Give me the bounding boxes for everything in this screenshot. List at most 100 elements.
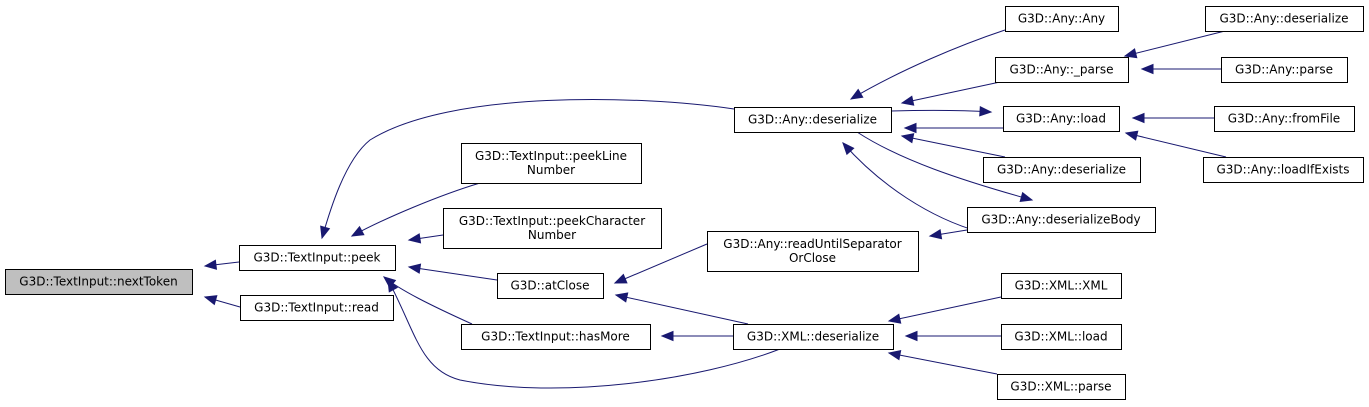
node-box[interactable] <box>734 107 892 133</box>
node-box[interactable] <box>239 245 396 271</box>
node-hasMore[interactable]: G3D::TextInput::hasMore <box>461 324 651 350</box>
node-nextToken[interactable]: G3D::TextInput::nextToken <box>5 269 193 295</box>
node-box[interactable] <box>1221 57 1348 83</box>
node-label: G3D::Any::fromFile <box>1228 112 1340 126</box>
edge-line <box>383 276 473 325</box>
node-anyParse[interactable]: G3D::Any::parse <box>1221 57 1348 83</box>
edge-read-to-nextToken <box>203 295 241 308</box>
arrowhead-icon <box>904 330 918 342</box>
node-anyDeserializeBody[interactable]: G3D::Any::deserializeBody <box>967 207 1156 233</box>
node-box[interactable] <box>1005 6 1119 32</box>
edge-anyParse-to-anyParseInternal <box>1140 63 1221 75</box>
edge-line <box>856 131 1033 201</box>
edge-anyFromFile-to-anyLoad <box>1131 112 1214 124</box>
edge-line <box>850 29 1006 100</box>
node-anyFromFile[interactable]: G3D::Any::fromFile <box>1214 106 1355 132</box>
node-box[interactable] <box>997 374 1126 400</box>
node-label: G3D::XML::load <box>1014 330 1107 344</box>
edge-anyDeserializeBody-to-anyDeserialize <box>842 142 981 233</box>
node-box[interactable] <box>1001 324 1122 350</box>
node-xmlDeserialize[interactable]: G3D::XML::deserialize <box>733 324 894 350</box>
node-atClose[interactable]: G3D::atClose <box>497 273 604 299</box>
node-box[interactable] <box>1203 157 1364 183</box>
node-anyParseInternal[interactable]: G3D::Any::_parse <box>995 57 1129 83</box>
node-box[interactable] <box>461 143 642 184</box>
arrowhead-icon <box>613 273 628 284</box>
edge-line <box>901 81 1001 104</box>
edge-anyParseInternal-to-anyDeserialize <box>900 81 1001 106</box>
node-box[interactable] <box>443 208 662 249</box>
arrowhead-icon <box>903 122 917 134</box>
edge-anyLoadIfExists-to-anyLoad <box>1124 130 1227 158</box>
edge-readUntilSeparatorOrClose-to-atClose <box>613 243 708 284</box>
edge-hasMore-to-peek <box>382 276 473 325</box>
node-label: G3D::Any::readUntilSeparator <box>723 237 901 251</box>
node-xmlXML[interactable]: G3D::XML::XML <box>1001 273 1122 299</box>
edge-anyDeserializeBody-to-readUntilSeparatorOrClose <box>928 228 968 240</box>
edge-atClose-to-peek <box>407 263 498 281</box>
edge-line <box>842 142 981 233</box>
node-anyAny[interactable]: G3D::Any::Any <box>1005 6 1119 32</box>
edge-line <box>1125 132 1227 158</box>
node-anyLoad[interactable]: G3D::Any::load <box>1003 106 1120 132</box>
edge-xmlDeserialize-to-peek <box>387 278 781 389</box>
node-read[interactable]: G3D::TextInput::read <box>240 295 394 321</box>
node-label: G3D::Any::_parse <box>1010 63 1114 77</box>
node-label: G3D::Any::deserialize <box>748 113 877 127</box>
node-anyLoadIfExists[interactable]: G3D::Any::loadIfExists <box>1203 157 1364 183</box>
node-box[interactable] <box>995 57 1129 83</box>
node-box[interactable] <box>707 231 919 272</box>
edge-line <box>351 182 481 237</box>
node-label: G3D::TextInput::read <box>254 301 379 315</box>
arrowhead-icon <box>849 88 864 100</box>
edge-anyDeserialize-to-anyDeserializeBody <box>856 131 1034 202</box>
node-label: G3D::atClose <box>510 279 589 293</box>
node-box[interactable] <box>1214 106 1355 132</box>
node-anyDeserialize3[interactable]: G3D::Any::deserialize <box>1205 6 1364 32</box>
edge-line <box>1124 30 1226 57</box>
node-peek[interactable]: G3D::TextInput::peek <box>239 245 396 271</box>
node-label: G3D::XML::parse <box>1010 380 1111 394</box>
node-box[interactable] <box>1205 6 1364 32</box>
arrowhead-icon <box>614 292 629 303</box>
arrowhead-icon <box>887 313 902 324</box>
node-label: G3D::XML::XML <box>1015 279 1108 293</box>
root-node-box[interactable] <box>5 269 193 295</box>
node-box[interactable] <box>461 324 651 350</box>
arrowhead-icon <box>407 263 422 274</box>
edge-anyDeserialize-to-anyLoad <box>890 106 993 117</box>
arrowhead-icon <box>350 225 365 237</box>
node-label: G3D::Any::deserialize <box>997 163 1126 177</box>
node-box[interactable] <box>983 157 1141 183</box>
node-box[interactable] <box>1003 106 1120 132</box>
node-anyDeserialize2[interactable]: G3D::Any::deserialize <box>983 157 1141 183</box>
edge-xmlParse-to-xmlDeserialize <box>887 350 998 375</box>
edge-anyDeserialize2-to-anyDeserialize <box>900 133 1006 158</box>
edge-anyLoad-to-anyDeserialize <box>903 122 1003 134</box>
node-box[interactable] <box>240 295 394 321</box>
node-xmlParse[interactable]: G3D::XML::parse <box>997 374 1126 400</box>
node-anyDeserialize[interactable]: G3D::Any::deserialize <box>734 107 892 133</box>
arrowhead-icon <box>1140 63 1154 75</box>
arrowhead-icon <box>979 106 993 117</box>
node-box[interactable] <box>733 324 894 350</box>
edge-line <box>890 109 992 113</box>
node-box[interactable] <box>497 273 604 299</box>
node-box[interactable] <box>1001 273 1122 299</box>
node-label: G3D::TextInput::peekLine <box>475 149 627 163</box>
node-label: G3D::TextInput::peek <box>253 251 380 265</box>
edge-xmlLoad-to-xmlDeserialize <box>904 330 1001 342</box>
edge-anyAny-to-anyDeserialize <box>849 29 1006 100</box>
edge-line <box>888 296 1002 322</box>
arrowhead-icon <box>900 133 915 144</box>
node-xmlLoad[interactable]: G3D::XML::load <box>1001 324 1122 350</box>
arrowhead-icon <box>203 295 218 306</box>
arrowhead-icon <box>842 142 855 156</box>
node-box[interactable] <box>967 207 1156 233</box>
edge-line <box>387 279 781 389</box>
node-label: G3D::Any::deserializeBody <box>981 213 1140 227</box>
